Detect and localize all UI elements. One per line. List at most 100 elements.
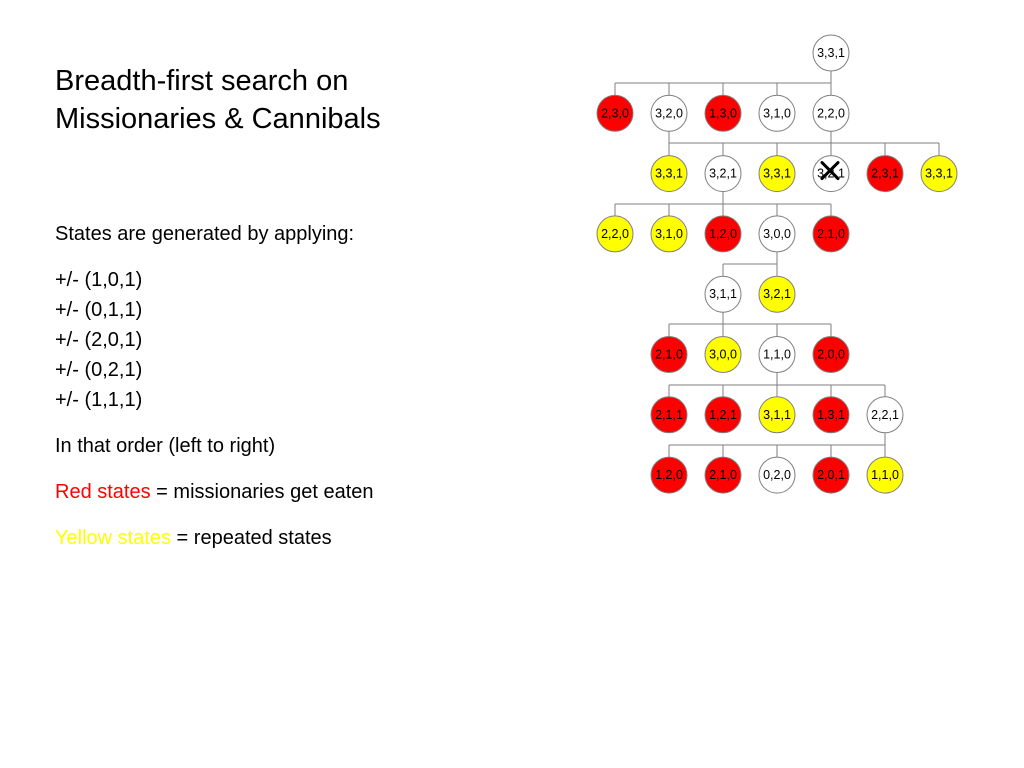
- state-node-label: 3,3,1: [763, 167, 791, 181]
- state-node-circle: [758, 215, 796, 253]
- state-node-yellow: 3,0,0: [704, 336, 742, 373]
- legend-yellow-text: = repeated states: [171, 527, 332, 549]
- state-node-white: 3,1,1: [704, 275, 742, 313]
- state-node-white: 3,2,0: [650, 94, 688, 132]
- state-node-circle: [758, 94, 796, 132]
- operator-1: +/- (1,0,1): [55, 269, 143, 291]
- state-node-label: 3,1,0: [763, 106, 791, 120]
- state-node-label: 2,0,1: [817, 468, 845, 482]
- state-node-circle: [758, 336, 796, 373]
- state-node-red: 1,2,0: [650, 456, 688, 494]
- state-node-label: 2,2,1: [871, 408, 899, 422]
- state-node-red: 2,0,0: [812, 336, 850, 373]
- state-node-white: 3,2,1: [812, 155, 850, 193]
- state-node-circle: [812, 456, 850, 494]
- state-node-circle: [650, 456, 688, 494]
- state-node-red: 2,1,0: [812, 215, 850, 253]
- legend-yellow-label: Yellow states: [55, 527, 171, 549]
- order-note: In that order (left to right): [55, 435, 276, 457]
- state-node-white: 1,1,0: [758, 336, 796, 373]
- state-node-white: 2,2,1: [866, 396, 904, 434]
- state-node-label: 2,3,1: [871, 167, 899, 181]
- state-node-yellow: 3,1,1: [758, 396, 796, 434]
- state-node-label: 1,1,0: [871, 468, 899, 482]
- state-node-red: 1,3,1: [812, 396, 850, 434]
- state-node-circle: [758, 456, 796, 494]
- tree-edges: [614, 71, 940, 458]
- state-node-label: 2,2,0: [817, 106, 845, 120]
- operator-5: +/- (1,1,1): [55, 389, 143, 411]
- state-node-circle: [812, 94, 850, 132]
- state-node-label: 1,2,0: [655, 468, 683, 482]
- state-node-white: 0,2,0: [758, 456, 796, 494]
- state-node-label: 1,2,1: [709, 408, 737, 422]
- state-node-yellow: 1,1,0: [866, 456, 904, 494]
- state-node-circle: [650, 396, 688, 434]
- state-node-circle: [812, 336, 850, 373]
- state-node-white: 3,3,1: [812, 34, 850, 72]
- state-node-red: 2,1,0: [704, 456, 742, 494]
- state-node-circle: [596, 215, 634, 253]
- state-node-label: 2,3,0: [601, 106, 629, 120]
- state-node-label: 3,1,0: [655, 227, 683, 241]
- state-node-circle: [866, 456, 904, 494]
- state-node-circle: [596, 94, 634, 132]
- state-node-circle: [704, 275, 742, 313]
- state-node-circle: [866, 396, 904, 434]
- state-node-yellow: 3,3,1: [650, 155, 688, 193]
- state-node-circle: [758, 155, 796, 193]
- state-node-circle: [650, 155, 688, 193]
- state-node-circle: [704, 215, 742, 253]
- slide-title: Breadth-first search on Missionaries & C…: [55, 62, 381, 138]
- operator-2: +/- (0,1,1): [55, 299, 143, 321]
- state-node-label: 1,1,0: [763, 348, 791, 362]
- state-node-circle: [812, 34, 850, 72]
- state-node-circle: [812, 215, 850, 253]
- state-node-label: 1,2,0: [709, 227, 737, 241]
- legend-red-text: = missionaries get eaten: [150, 481, 374, 503]
- state-node-red: 2,0,1: [812, 456, 850, 494]
- state-node-red: 1,2,1: [704, 396, 742, 434]
- state-node-circle: [650, 94, 688, 132]
- state-node-circle: [704, 94, 742, 132]
- state-node-label: 1,3,0: [709, 106, 737, 120]
- state-node-red: 2,3,1: [866, 155, 904, 193]
- state-node-label: 3,1,1: [709, 287, 737, 301]
- state-node-white: 3,0,0: [758, 215, 796, 253]
- state-node-white: 2,2,0: [812, 94, 850, 132]
- state-node-label: 3,3,1: [655, 167, 683, 181]
- state-node-red: 1,2,0: [704, 215, 742, 253]
- title-line-2: Missionaries & Cannibals: [55, 103, 381, 135]
- state-node-label: 3,2,1: [763, 287, 791, 301]
- legend-red-label: Red states: [55, 481, 151, 503]
- legend-yellow: Yellow states = repeated states: [55, 523, 374, 553]
- state-node-label: 2,1,0: [655, 348, 683, 362]
- state-node-label: 1,3,1: [817, 408, 845, 422]
- state-node-circle: [650, 336, 688, 373]
- state-node-circle: [866, 155, 904, 193]
- state-node-circle: [920, 155, 958, 193]
- state-node-yellow: 2,2,0: [596, 215, 634, 253]
- state-node-yellow: 3,3,1: [758, 155, 796, 193]
- state-node-label: 3,2,0: [655, 106, 683, 120]
- state-node-circle: [704, 396, 742, 434]
- state-node-label: 3,3,1: [925, 167, 953, 181]
- intro-text: States are generated by applying:: [55, 223, 355, 245]
- slide-body: States are generated by applying: +/- (1…: [55, 219, 374, 553]
- legend-red: Red states = missionaries get eaten: [55, 477, 374, 507]
- title-line-1: Breadth-first search on: [55, 65, 349, 97]
- state-node-circle: [650, 215, 688, 253]
- state-node-circle: [704, 456, 742, 494]
- state-node-label: 3,0,0: [709, 348, 737, 362]
- cross-mark-icon: [820, 161, 840, 181]
- operator-4: +/- (0,2,1): [55, 359, 143, 381]
- state-node-yellow: 3,1,0: [650, 215, 688, 253]
- state-node-label: 0,2,0: [763, 468, 791, 482]
- state-node-label: 2,2,0: [601, 227, 629, 241]
- state-node-yellow: 3,2,1: [758, 275, 796, 313]
- state-node-label: 3,2,1: [709, 167, 737, 181]
- state-node-circle: [758, 396, 796, 434]
- state-node-label: 2,1,0: [817, 227, 845, 241]
- state-node-circle: [704, 155, 742, 193]
